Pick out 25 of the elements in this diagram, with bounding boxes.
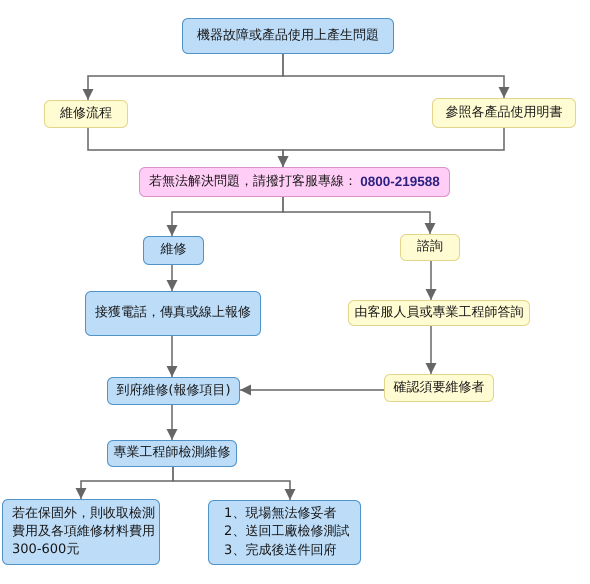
process-box: 維修流程 [44,100,128,128]
arrow [426,326,436,374]
process-box: 確認須要維修者 [384,374,494,402]
arrow [426,261,436,300]
process-box: 接獲電話，傳真或線上報修 [85,291,261,336]
instruction-text: 若無法解決問題，請撥打客服專線： [149,172,358,191]
process-box: 到府維修(報修項目) [107,377,240,405]
arrow [172,467,296,500]
process-box: 專業工程師檢測維修 [107,440,237,467]
process-box: 1、現場無法修妥者 2、送回工廠檢修測試 3、完成後送件回府 [208,500,361,565]
phone-number: 0800-219588 [360,172,440,191]
arrow [166,265,178,291]
process-box [139,167,450,197]
arrow [282,197,436,234]
process-box: 機器故障或產品使用上產生問題 [182,18,394,54]
process-box: 若在保固外，則收取檢測費用及各項維修材料費用300-600元 [2,499,160,565]
arrow [166,405,178,440]
arrow [166,336,178,377]
arrow [240,384,384,396]
process-box: 諮詢 [400,234,460,261]
arrow [282,54,510,98]
process-box: 由客服人員或專業工程師答詢 [348,300,530,326]
arrow [278,128,505,167]
process-box: 參照各產品使用明書 [432,98,576,128]
process-box: 維修 [143,236,204,265]
